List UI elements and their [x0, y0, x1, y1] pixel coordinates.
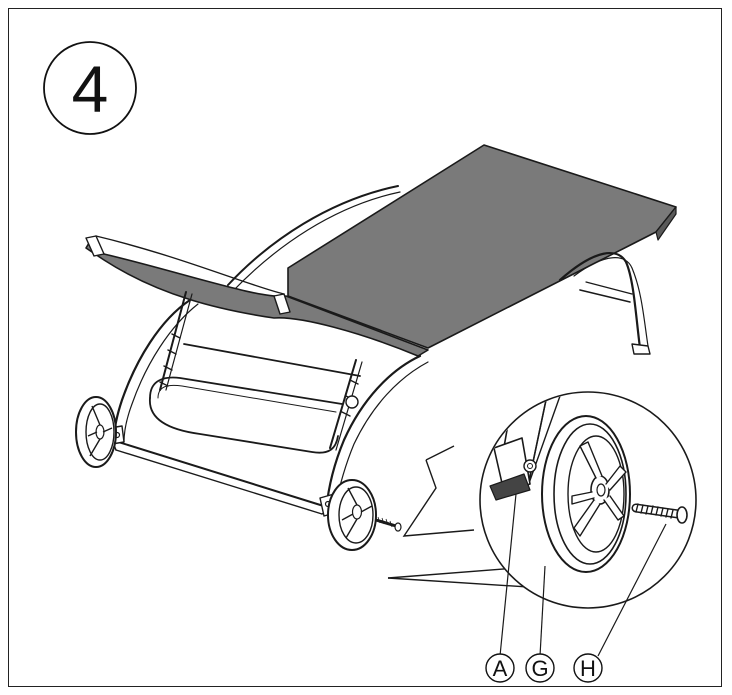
part-label-a-text: A [493, 656, 508, 681]
leader-h [597, 523, 667, 657]
leader-a [499, 493, 517, 657]
left-wheel [75, 396, 117, 468]
part-label-g-text: G [531, 656, 548, 681]
bolt-h-small [375, 516, 402, 532]
part-label-h-text: H [580, 656, 596, 681]
right-wheel [327, 479, 377, 551]
part-label-a: A [485, 653, 515, 683]
part-label-h: H [573, 653, 603, 683]
step-number: 4 [72, 52, 109, 126]
leader-g [539, 565, 546, 657]
part-labels: A G H [485, 653, 603, 683]
detail-magnifier [479, 391, 697, 609]
leader-lines [499, 493, 667, 657]
part-label-g: G [525, 653, 555, 683]
instruction-frame [8, 8, 722, 687]
step-badge: 4 [43, 41, 137, 135]
